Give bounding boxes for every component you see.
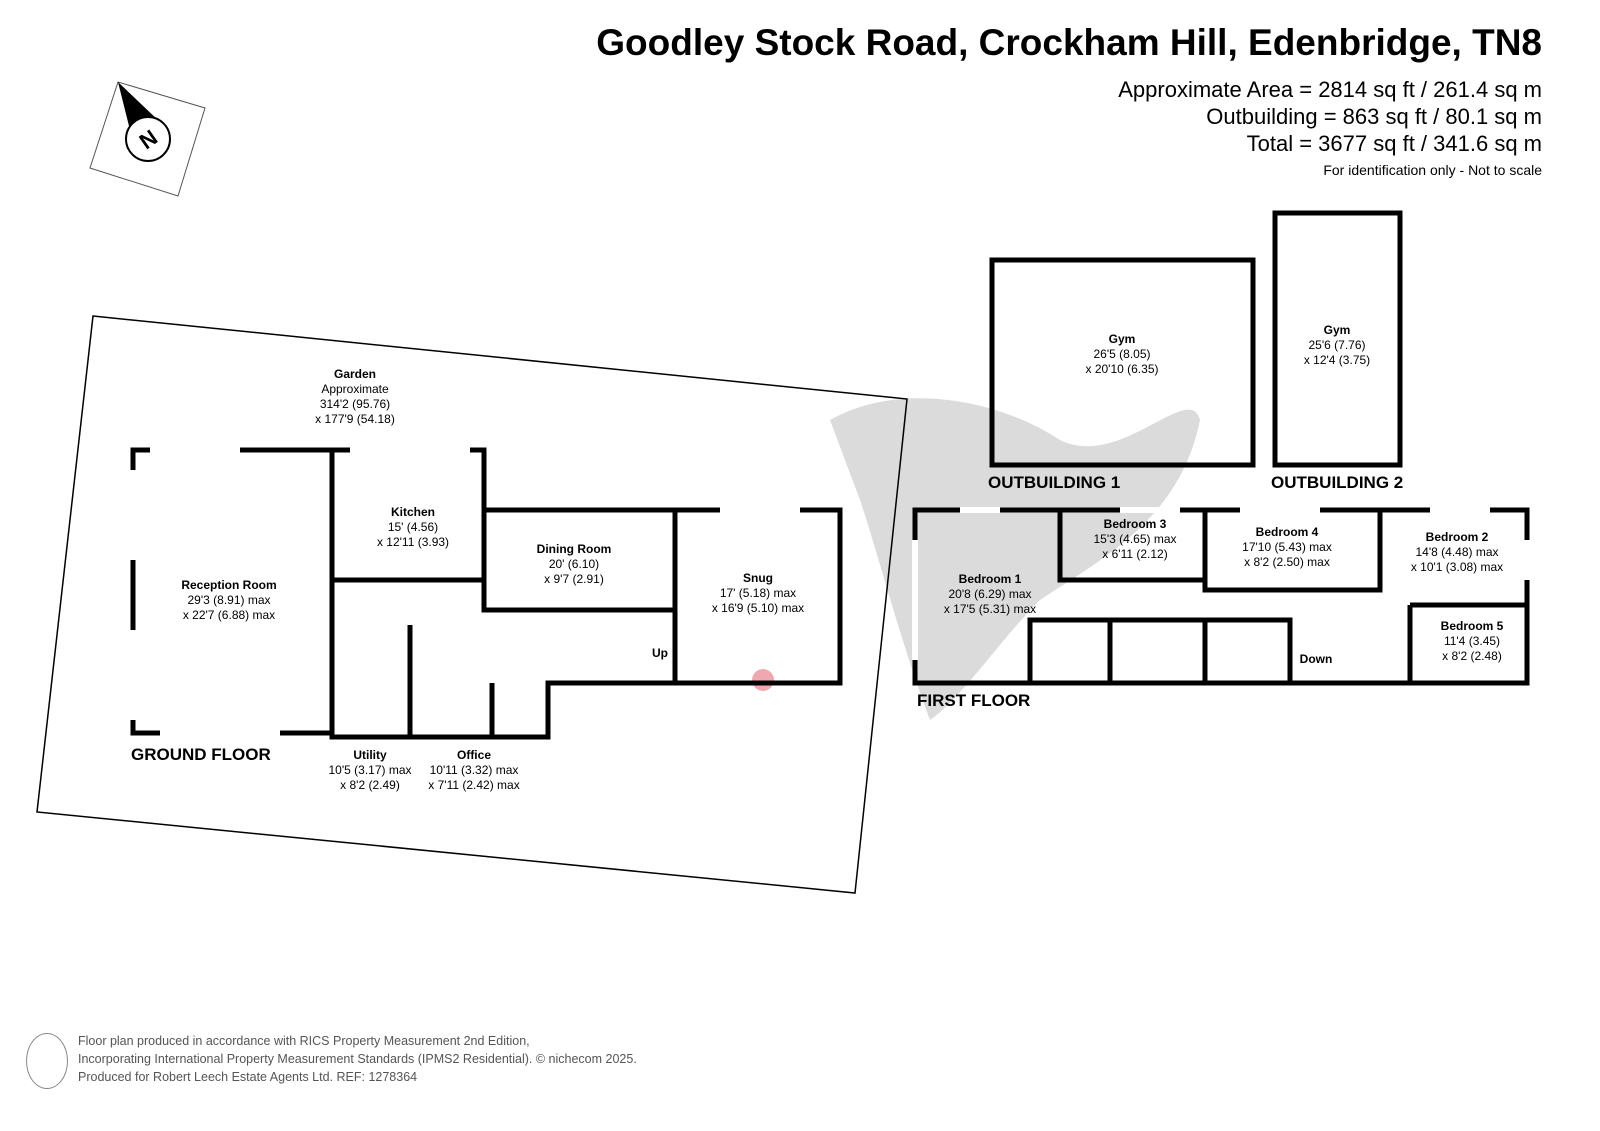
reception-room-dim2: x 22'7 (6.88) max: [183, 608, 275, 622]
gym-2-dim1: 25'6 (7.76): [1309, 338, 1366, 352]
footer-line-1: Floor plan produced in accordance with R…: [78, 1034, 530, 1048]
reception-room-name: Reception Room: [181, 578, 276, 592]
footer-notes: Floor plan produced in accordance with R…: [78, 1032, 637, 1086]
outbuilding-2-walls: [1272, 210, 1403, 468]
bedroom-3-dim1: 15'3 (4.65) max: [1094, 532, 1177, 546]
bedroom-4-name: Bedroom 4: [1256, 525, 1319, 539]
dining-room-dim2: x 9'7 (2.91): [544, 572, 604, 586]
first-floor-label: FIRST FLOOR: [917, 691, 1030, 710]
watermark-dot: [752, 669, 774, 691]
bedroom-1-name: Bedroom 1: [959, 572, 1022, 586]
dining-room-name: Dining Room: [537, 542, 612, 556]
compass-star-icon: [89, 81, 206, 197]
stairs-down-label: Down: [1300, 652, 1333, 666]
person-icon: [26, 1033, 68, 1089]
garden-note: Approximate: [321, 382, 389, 396]
stairs-up-label: Up: [652, 646, 668, 660]
office-dim2: x 7'11 (2.42) max: [428, 778, 519, 792]
footer-line-2: Incorporating International Property Mea…: [78, 1052, 637, 1066]
watermark-leaf-icon: [830, 398, 1200, 720]
utility-name: Utility: [353, 748, 387, 762]
utility-dim2: x 8'2 (2.49): [340, 778, 400, 792]
outbuilding-1-walls: [989, 257, 1256, 468]
dining-room-dim1: 20' (6.10): [549, 557, 599, 571]
ground-floor-label: GROUND FLOOR: [131, 745, 271, 764]
gym-2-name: Gym: [1324, 323, 1351, 337]
bedroom-4-dim2: x 8'2 (2.50) max: [1244, 555, 1330, 569]
compass: N: [89, 81, 206, 197]
bedroom-3-dim2: x 6'11 (2.12): [1102, 547, 1167, 561]
office-name: Office: [457, 748, 491, 762]
utility-dim1: 10'5 (3.17) max: [329, 763, 412, 777]
bedroom-5-dim1: 11'4 (3.45): [1444, 634, 1500, 648]
kitchen-dim1: 15' (4.56): [388, 520, 438, 534]
kitchen-dim2: x 12'11 (3.93): [377, 535, 449, 549]
snug-dim1: 17' (5.18) max: [720, 586, 796, 600]
compass-ring: [125, 116, 171, 162]
bedroom-3-name: Bedroom 3: [1104, 517, 1167, 531]
gym-1-dim1: 26'5 (8.05): [1094, 347, 1151, 361]
bedroom-2-name: Bedroom 2: [1426, 530, 1489, 544]
bedroom-1-dim2: x 17'5 (5.31) max: [944, 602, 1036, 616]
first-floor-windows: [912, 507, 1530, 660]
bedroom-5-dim2: x 8'2 (2.48): [1442, 649, 1502, 663]
outbuilding-area: Outbuilding = 863 sq ft / 80.1 sq m: [1206, 104, 1542, 129]
outbuilding-2-label: OUTBUILDING 2: [1271, 473, 1403, 492]
area-summary: Approximate Area = 2814 sq ft / 261.4 sq…: [1118, 76, 1542, 157]
ground-windows: [130, 447, 800, 736]
scale-note: For identification only - Not to scale: [1323, 162, 1542, 178]
office-dim1: 10'11 (3.32) max: [430, 763, 519, 777]
gym-1-dim2: x 20'10 (6.35): [1085, 362, 1158, 376]
kitchen-name: Kitchen: [391, 505, 435, 519]
property-title: Goodley Stock Road, Crockham Hill, Edenb…: [596, 22, 1542, 63]
bedroom-5-name: Bedroom 5: [1441, 619, 1504, 633]
bedroom-1-dim1: 20'8 (6.29) max: [949, 587, 1032, 601]
bedroom-2-dim1: 14'8 (4.48) max: [1416, 545, 1499, 559]
gym-1-name: Gym: [1109, 332, 1136, 346]
snug-name: Snug: [743, 571, 773, 585]
garden-dim1: 314'2 (95.76): [320, 397, 390, 411]
snug-dim2: x 16'9 (5.10) max: [712, 601, 804, 615]
garden-dim2: x 177'9 (54.18): [315, 412, 395, 426]
reception-room-dim1: 29'3 (8.91) max: [188, 593, 271, 607]
bedroom-2-dim2: x 10'1 (3.08) max: [1411, 560, 1503, 574]
bedroom-4-dim1: 17'10 (5.43) max: [1242, 540, 1332, 554]
garden-boundary: [36, 315, 908, 894]
total-area: Total = 3677 sq ft / 341.6 sq m: [1246, 131, 1542, 156]
footer-line-3: Produced for Robert Leech Estate Agents …: [78, 1070, 418, 1084]
approximate-area: Approximate Area = 2814 sq ft / 261.4 sq…: [1118, 77, 1542, 102]
gym-2-dim2: x 12'4 (3.75): [1304, 353, 1370, 367]
garden-name: Garden: [334, 367, 376, 381]
outbuilding-1-label: OUTBUILDING 1: [988, 473, 1120, 492]
